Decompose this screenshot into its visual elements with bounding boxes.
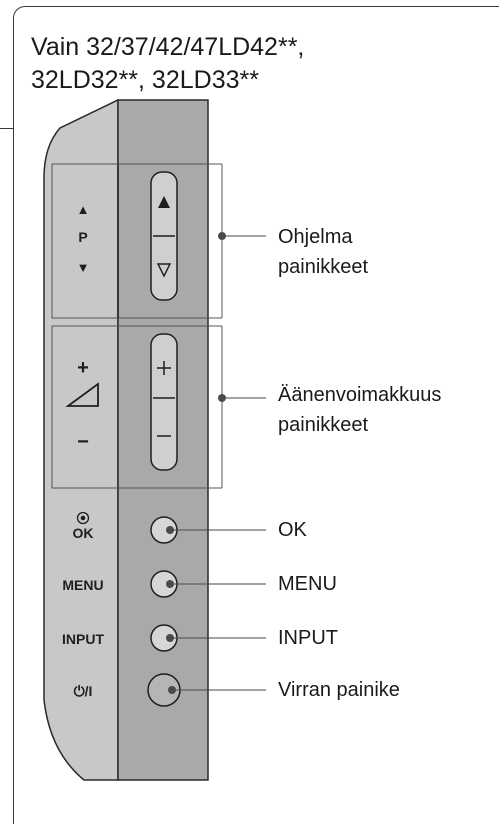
- program-down-icon: [156, 263, 172, 278]
- volume-callout-line-1: Äänenvoimakkuus: [278, 384, 442, 406]
- panel-program-label: P: [78, 229, 87, 245]
- volume-callout-line-2: painikkeet: [278, 414, 369, 436]
- power-callout: Virran painike: [278, 679, 400, 701]
- program-up-icon: [158, 196, 170, 208]
- program-callout-line-2: painikkeet: [278, 256, 369, 278]
- panel-up-label: ▲: [77, 202, 90, 217]
- panel-plus-label: +: [77, 357, 89, 379]
- model-title-line-1: Vain 32/37/42/47LD42**,: [31, 33, 305, 61]
- volume-rocker-button: [150, 333, 178, 471]
- menu-callout: MENU: [278, 573, 337, 595]
- panel-ok-label: OK: [73, 525, 94, 541]
- volume-group-outline: [51, 325, 206, 489]
- panel-input-label: INPUT: [62, 631, 104, 647]
- ok-symbol-icon: [76, 511, 90, 525]
- volume-wedge-icon: [65, 382, 99, 407]
- panel-down-label: ▼: [77, 260, 90, 275]
- input-callout: INPUT: [278, 627, 338, 649]
- program-callout: Ohjelma painikkeet: [278, 222, 368, 282]
- model-title-line-2: 32LD32**, 32LD33**: [31, 66, 259, 94]
- panel-menu-label: MENU: [62, 577, 103, 593]
- program-callout-line-1: Ohjelma: [278, 226, 353, 248]
- ok-callout: OK: [278, 519, 307, 541]
- panel-power-label: ⏻/I: [74, 683, 93, 699]
- frame-border: [13, 6, 499, 824]
- panel-front-face: [43, 98, 119, 781]
- panel-minus-label: −: [77, 431, 89, 453]
- program-group-outline: [51, 163, 206, 319]
- volume-callout: Äänenvoimakkuus painikkeet: [278, 380, 441, 440]
- model-title: Vain 32/37/42/47LD42**, 32LD32**, 32LD33…: [31, 31, 304, 97]
- divider-line: [0, 128, 13, 129]
